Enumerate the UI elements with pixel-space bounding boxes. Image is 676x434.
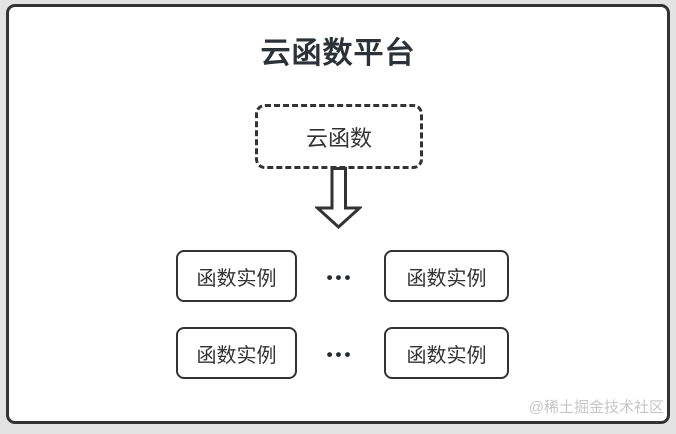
cloud-function-node: 云函数 xyxy=(255,104,423,169)
function-instance-node: 函数实例 xyxy=(176,327,297,379)
function-instance-label: 函数实例 xyxy=(196,267,277,290)
ellipsis-row-1: ••• xyxy=(326,268,354,287)
function-instance-label: 函数实例 xyxy=(196,344,277,367)
down-arrow-icon xyxy=(315,167,362,229)
function-instance-node: 函数实例 xyxy=(384,250,509,302)
function-instance-label: 函数实例 xyxy=(406,267,487,290)
function-instance-label: 函数实例 xyxy=(406,344,487,367)
cloud-function-label: 云函数 xyxy=(305,125,372,151)
watermark-text: @稀土掘金技术社区 xyxy=(528,399,664,416)
ellipsis-row-2: ••• xyxy=(326,345,354,364)
function-instance-node: 函数实例 xyxy=(176,250,297,302)
function-instance-node: 函数实例 xyxy=(384,327,509,379)
diagram-title: 云函数平台 xyxy=(260,37,416,70)
